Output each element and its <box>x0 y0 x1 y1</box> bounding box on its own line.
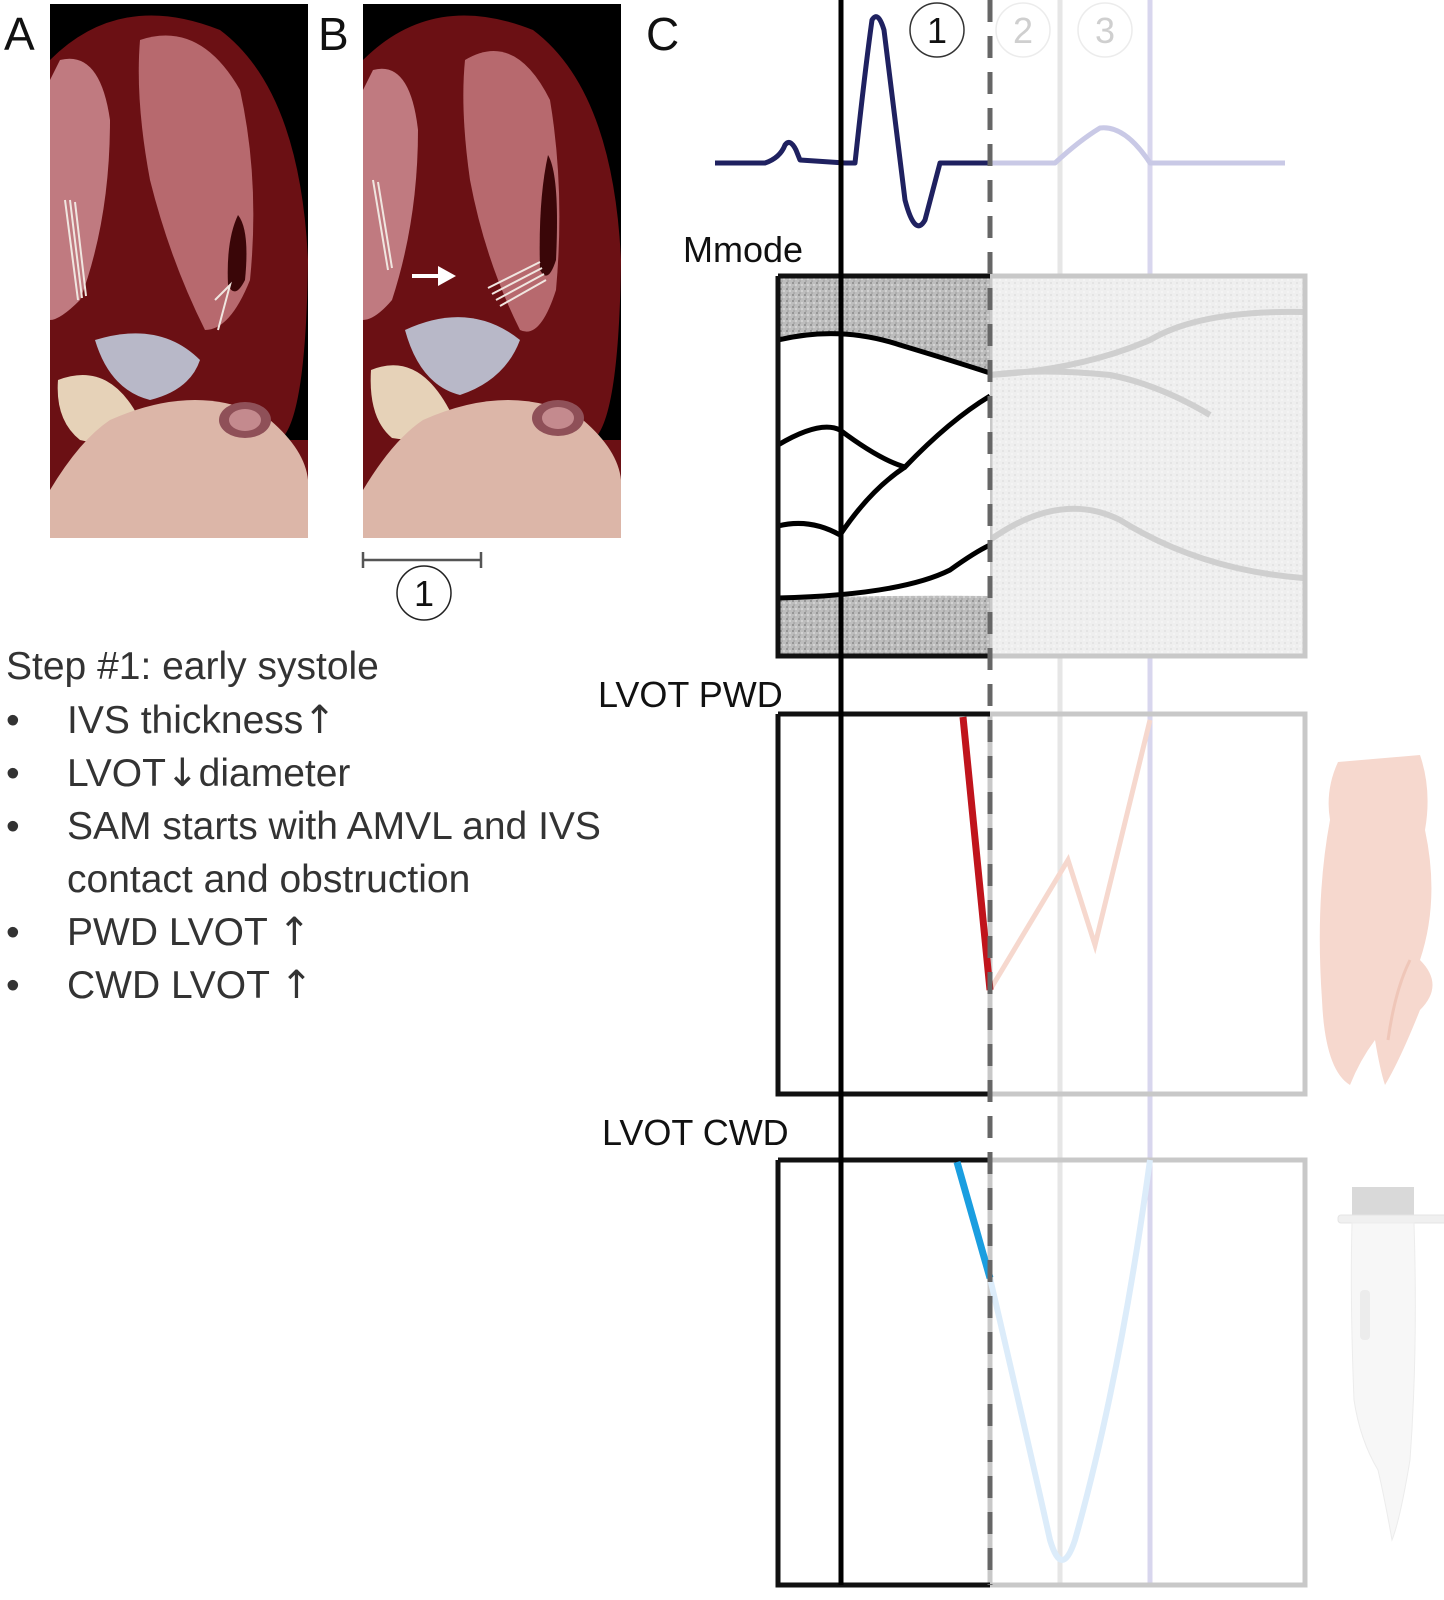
bullet-sam: SAM starts with AMVL and IVS contact and… <box>6 800 646 906</box>
ecg-trace-active <box>715 14 990 229</box>
timing-bracket: 1 <box>361 552 483 621</box>
bullet-text: PWD LVOT <box>67 911 268 954</box>
heart-image-a <box>50 4 308 538</box>
up-arrow-icon: ↑ <box>303 698 336 743</box>
bullet-lvot-diameter: LVOT↓diameter <box>6 747 646 800</box>
mmode-posterior-wall-line <box>777 542 992 601</box>
mmode-faded-lines <box>988 308 1304 581</box>
panel-letter-a: A <box>4 8 35 60</box>
down-arrow-icon: ↓ <box>165 751 199 796</box>
step-marker-2: 2 <box>995 2 1051 58</box>
step-description: Step #1: early systole IVS thickness↑ LV… <box>6 640 646 1012</box>
step-title: Step #1: early systole <box>6 645 379 688</box>
mmode-ivs-line <box>777 331 991 376</box>
cwd-faded-trace <box>987 1159 1153 1563</box>
mmode-cavity <box>778 333 990 598</box>
mmode-faded-area <box>990 276 1305 656</box>
mmode-label: Mmode <box>683 229 803 270</box>
step-marker-2-label: 2 <box>1013 10 1033 51</box>
bullet-text: IVS thickness <box>67 699 304 742</box>
bullet-cwd-lvot: CWD LVOT ↑ <box>6 959 646 1012</box>
step-marker-3-label: 3 <box>1095 10 1115 51</box>
ecg-trace-faded <box>990 125 1285 166</box>
bullet-text: SAM starts with AMVL and IVS contact and… <box>67 805 601 901</box>
panel-letter-c: C <box>646 8 679 60</box>
scale-marker-label: 1 <box>414 573 434 614</box>
up-arrow-icon: ↑ <box>277 910 311 955</box>
step-bullet-list: IVS thickness↑ LVOT↓diameter SAM starts … <box>6 694 646 1012</box>
cwd-active-trace <box>953 1161 994 1279</box>
heart-image-b <box>363 4 621 538</box>
pwd-faded-trace <box>987 719 1153 992</box>
lobster-claw-icon <box>1319 755 1433 1085</box>
bullet-text: LVOT <box>67 752 166 795</box>
up-arrow-icon: ↑ <box>280 963 313 1008</box>
pwd-active-trace <box>959 716 994 991</box>
bullet-ivs-thickness: IVS thickness↑ <box>6 694 646 747</box>
step-marker-1-label: 1 <box>927 10 947 51</box>
step-marker-3: 3 <box>1077 2 1133 58</box>
white-arrow-icon <box>412 266 456 286</box>
knife-icon <box>1337 1187 1444 1542</box>
panel-letter-b: B <box>318 8 349 60</box>
bullet-pwd-lvot: PWD LVOT ↑ <box>6 906 646 959</box>
step-marker-1: 1 <box>909 2 965 58</box>
bullet-text: CWD LVOT <box>67 964 270 1007</box>
cwd-label: LVOT CWD <box>602 1112 789 1153</box>
bullet-suffix: diameter <box>198 752 351 795</box>
mmode-amvl-line <box>776 393 992 470</box>
